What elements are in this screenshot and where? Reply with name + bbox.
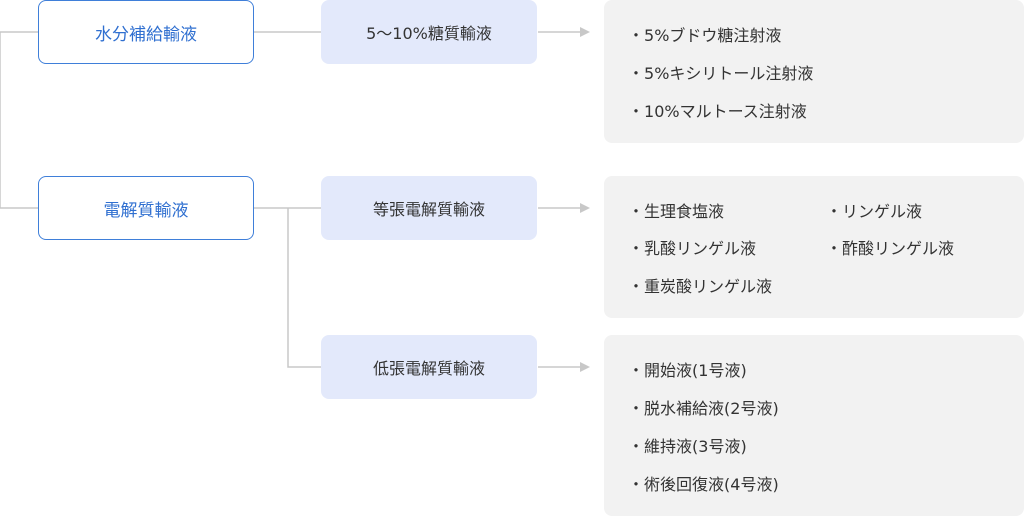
list-item: 5%キシリトール注射液: [628, 60, 813, 84]
category-electrolyte: 電解質輸液: [38, 176, 254, 240]
group-isotonic-electrolyte: 等張電解質輸液: [321, 176, 537, 240]
list-item: 開始液(1号液): [628, 357, 747, 381]
arrow-sub1: [538, 27, 590, 37]
list-item: 乳酸リンゲル液: [628, 235, 756, 259]
item-list-isotonic: 生理食塩液 リンゲル液 乳酸リンゲル液 酢酸リンゲル液 重炭酸リンゲル液: [604, 176, 1024, 318]
list-item: 術後回復液(4号液): [628, 471, 779, 495]
list-item: 脱水補給液(2号液): [628, 395, 779, 419]
arrow-sub2: [538, 203, 590, 213]
group-label: 等張電解質輸液: [372, 200, 485, 219]
group-hypotonic-electrolyte: 低張電解質輸液: [321, 335, 537, 399]
root-bracket-line: [0, 31, 38, 209]
list-item: 生理食塩液: [628, 198, 724, 222]
list-item: 5%ブドウ糖注射液: [628, 22, 781, 46]
group-sugar-infusion: 5〜10%糖質輸液: [321, 0, 537, 64]
group-label: 5〜10%糖質輸液: [366, 24, 492, 43]
list-item: 酢酸リンゲル液: [826, 235, 954, 259]
list-item: リンゲル液: [826, 198, 922, 222]
item-list-sugar: 5%ブドウ糖注射液 5%キシリトール注射液 10%マルトース注射液: [604, 0, 1024, 143]
category-label: 電解質輸液: [103, 200, 189, 221]
list-item: 重炭酸リンゲル液: [628, 273, 772, 297]
list-item: 維持液(3号液): [628, 433, 747, 457]
list-item: 10%マルトース注射液: [628, 98, 807, 122]
category-label: 水分補給輸液: [95, 24, 197, 45]
arrow-sub3: [538, 362, 590, 372]
item-list-hypotonic: 開始液(1号液) 脱水補給液(2号液) 維持液(3号液) 術後回復液(4号液): [604, 335, 1024, 516]
category-water-replenishment: 水分補給輸液: [38, 0, 254, 64]
group-label: 低張電解質輸液: [372, 359, 485, 378]
connector-cat2-sub3: [287, 208, 321, 368]
